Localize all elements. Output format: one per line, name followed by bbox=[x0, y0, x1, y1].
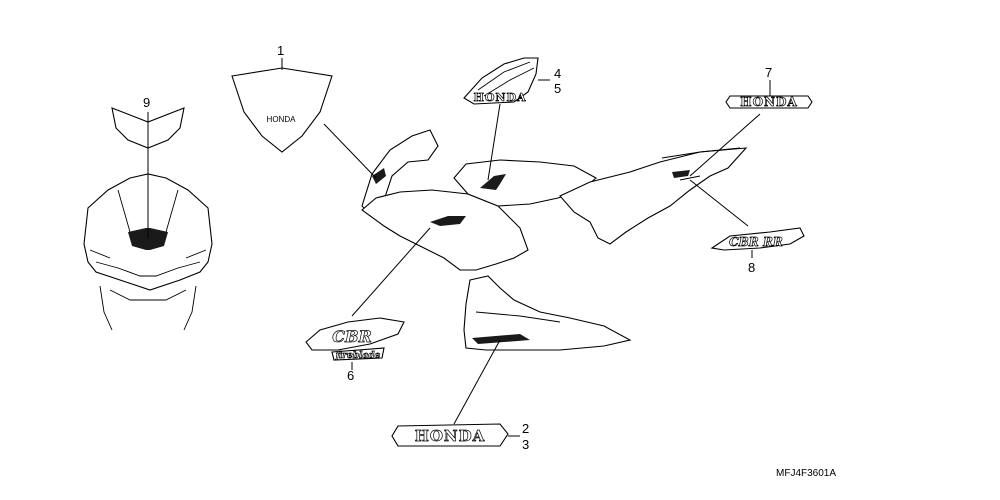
model-script-decal: CBR fireblade bbox=[305, 317, 405, 361]
lower-brand-decal: HONDA bbox=[391, 423, 509, 447]
callout-3: 3 bbox=[522, 437, 529, 452]
front-stripe-decal bbox=[128, 228, 168, 250]
diagram-reference-code: MFJ4F3601A bbox=[776, 468, 836, 479]
wing-emblem-mark bbox=[480, 174, 506, 190]
front-cowl-mark bbox=[372, 168, 386, 184]
lower-cowl-mark bbox=[472, 334, 530, 344]
tail-brand-decal: HONDA bbox=[725, 95, 813, 109]
side-fairing-view bbox=[361, 129, 748, 351]
lower-brand-text: HONDA bbox=[415, 427, 486, 445]
middle-cowl-mark bbox=[430, 216, 466, 226]
model-script-sub-text: fireblade bbox=[335, 351, 381, 361]
callout-7: 7 bbox=[765, 65, 772, 80]
model-script-text: CBR bbox=[332, 327, 372, 346]
tail-model-text: CBR RR bbox=[729, 235, 783, 249]
front-fairing-view bbox=[83, 107, 213, 331]
callout-numbers: 1 9 4 5 7 8 6 2 3 bbox=[143, 43, 772, 452]
callout-2: 2 bbox=[522, 421, 529, 436]
windscreen-brand-text: HONDA bbox=[267, 115, 297, 124]
tail-brand-text: HONDA bbox=[740, 95, 797, 109]
callout-1: 1 bbox=[277, 43, 284, 58]
callout-4: 4 bbox=[554, 66, 561, 81]
callout-6: 6 bbox=[347, 368, 354, 383]
leader-lines bbox=[147, 58, 771, 437]
callout-9: 9 bbox=[143, 95, 150, 110]
callout-5: 5 bbox=[554, 81, 561, 96]
callout-8: 8 bbox=[748, 260, 755, 275]
wing-brand-text: HONDA bbox=[473, 91, 526, 104]
windscreen-decal: HONDA bbox=[231, 67, 333, 153]
wing-emblem-decal: HONDA bbox=[463, 57, 539, 105]
rear-cowl-mark bbox=[672, 170, 690, 178]
tail-model-decal: CBR RR bbox=[710, 227, 805, 251]
